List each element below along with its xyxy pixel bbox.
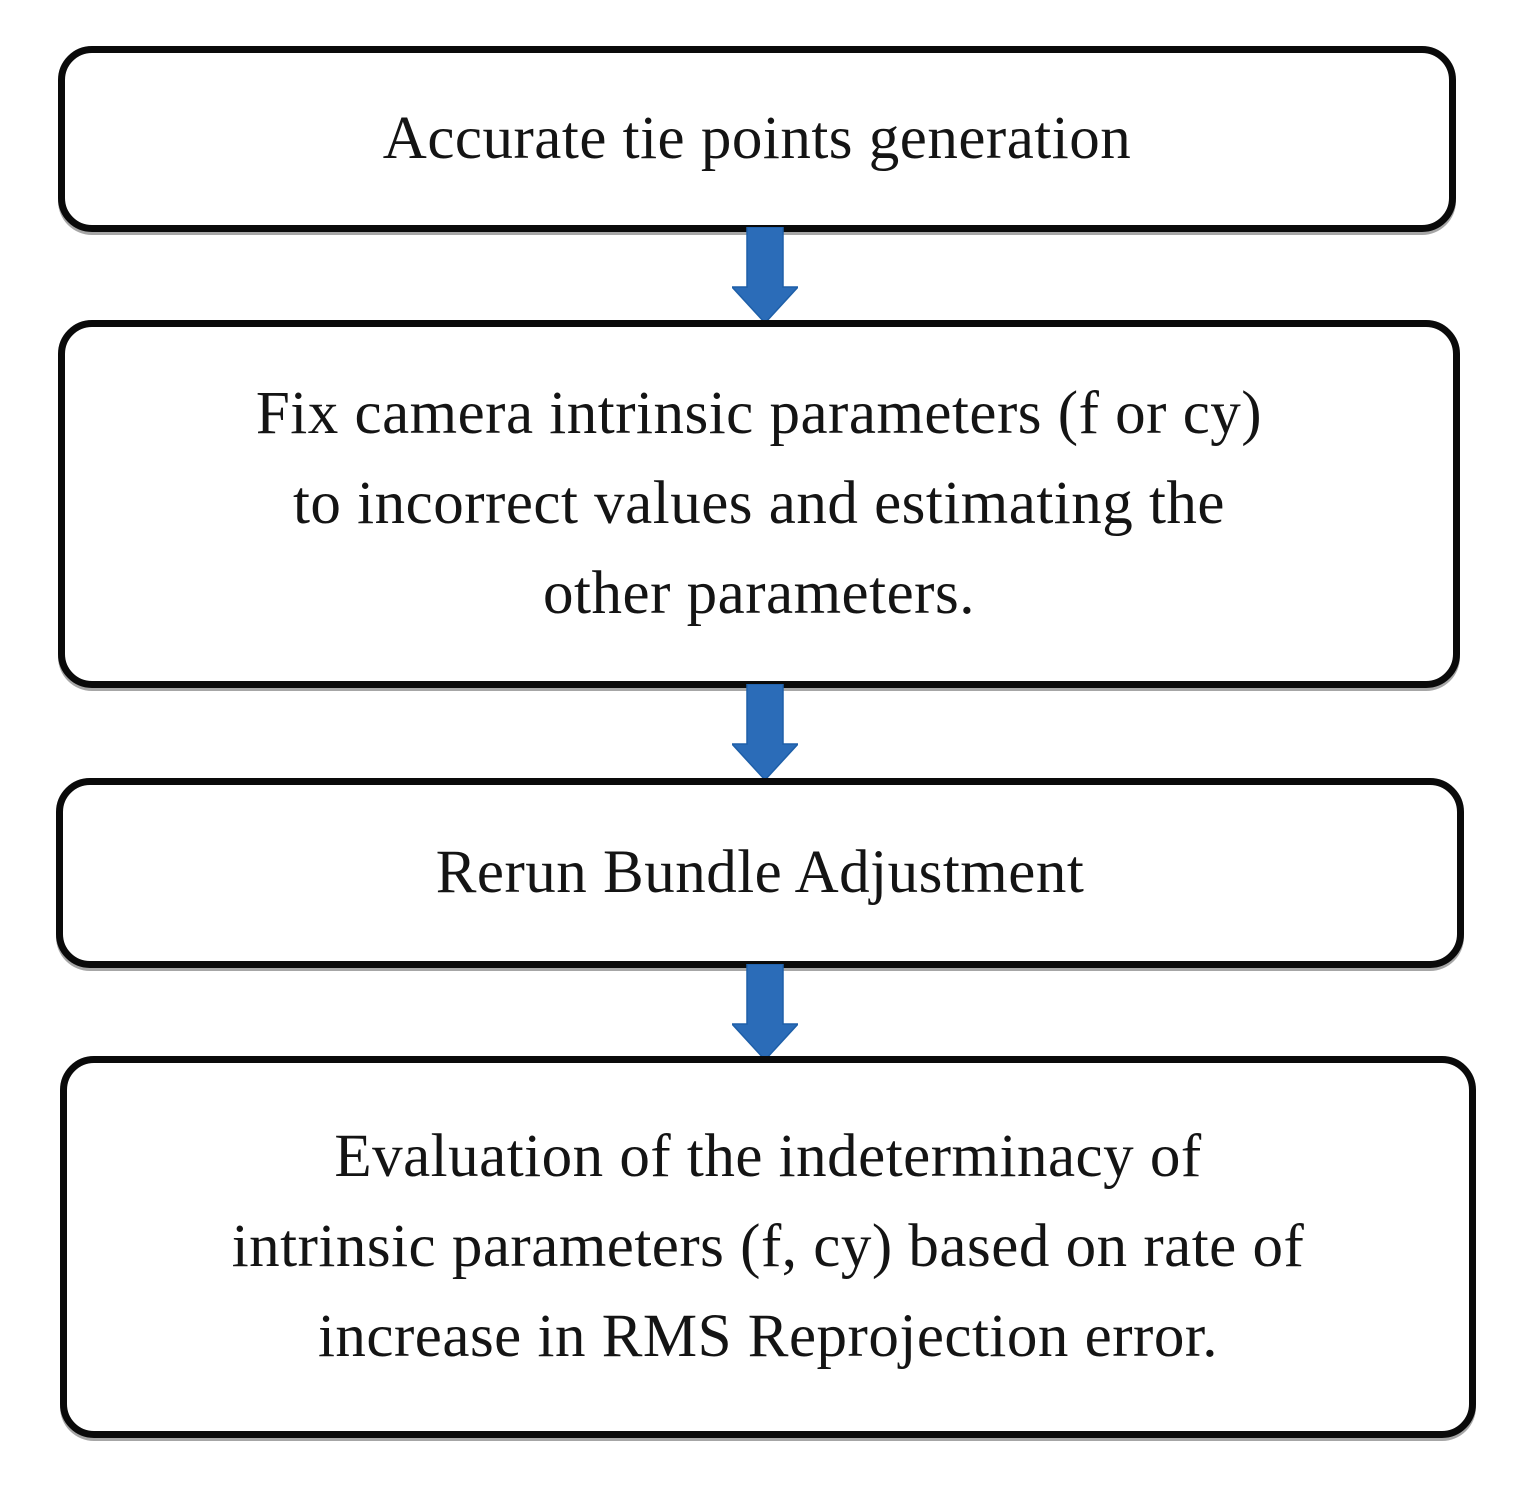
- flow-step-label-line: Fix camera intrinsic parameters (f or cy…: [255, 379, 1263, 447]
- flow-step-fix-intrinsic-parameters: Fix camera intrinsic parameters (f or cy…: [58, 320, 1460, 688]
- flow-step-label: Rerun Bundle Adjustment: [435, 838, 1085, 906]
- flow-step-accurate-tie-points: Accurate tie points generation: [58, 46, 1456, 232]
- flow-step-label-line: increase in RMS Reprojection error.: [317, 1303, 1219, 1371]
- flow-step-label-line: to incorrect values and estimating the: [292, 469, 1225, 537]
- connector-step1-step2: [732, 227, 798, 323]
- flow-step-label-line: Evaluation of the indeterminacy of: [334, 1122, 1202, 1190]
- flow-step-label-line: other parameters.: [543, 560, 975, 628]
- down-arrow-icon: [732, 964, 798, 1060]
- connector-step2-step3: [732, 684, 798, 780]
- connector-step3-step4: [732, 964, 798, 1060]
- flow-step-evaluation-indeterminacy: Evaluation of the indeterminacy of intri…: [60, 1056, 1476, 1438]
- flow-step-label-line: intrinsic parameters (f, cy) based on ra…: [231, 1212, 1305, 1280]
- flow-step-rerun-bundle-adjustment: Rerun Bundle Adjustment: [56, 778, 1464, 968]
- down-arrow-icon: [732, 227, 798, 323]
- flow-step-label: Accurate tie points generation: [382, 104, 1132, 172]
- down-arrow-icon: [732, 684, 798, 780]
